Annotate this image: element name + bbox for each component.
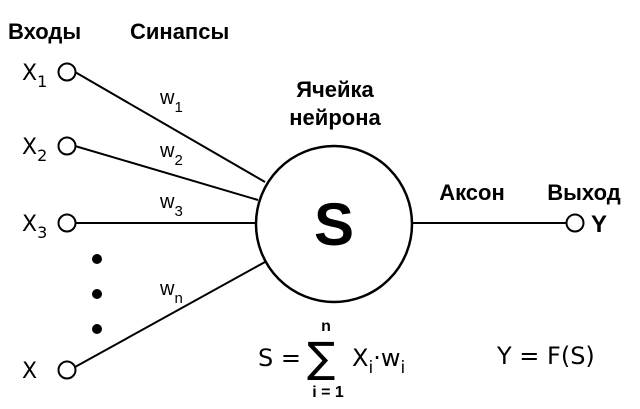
sum-term-w-sub: i [400, 358, 405, 378]
input-label-3: X3 [22, 212, 47, 242]
input-sub-3: 3 [37, 223, 47, 242]
sum-term-dot: · [373, 344, 381, 372]
sum-formula-left: S = [258, 344, 301, 372]
ellipsis-dot-3 [92, 324, 102, 334]
sum-term-w: w [381, 344, 401, 372]
input-name-1: X [22, 61, 37, 86]
input-sub-1: 1 [37, 72, 47, 91]
input-name-n: X [22, 359, 37, 384]
weight-name-1: w [159, 87, 175, 109]
sum-term-x-sub: i [368, 358, 373, 378]
output-terminal [565, 213, 585, 233]
weight-label-3: w3 [159, 191, 183, 220]
inputs-header: Входы [8, 19, 81, 44]
synapse-line-1 [74, 71, 266, 183]
weight-sub-3: 3 [174, 203, 182, 220]
weight-label-1: w1 [159, 87, 183, 116]
weight-label-2: w2 [159, 140, 183, 169]
input-terminal-2 [57, 136, 77, 156]
input-terminal-1 [57, 62, 77, 82]
weight-sub-2: 2 [174, 152, 182, 169]
sum-upper-limit: n [321, 318, 331, 335]
weight-name-2: w [159, 140, 175, 162]
neuron-cell-body [254, 144, 414, 304]
sigma-symbol: ∑ [307, 333, 335, 382]
weight-name-3: w [159, 191, 175, 213]
cell-label-line1: Ячейка [296, 77, 374, 102]
activation-formula: Y = F(S) [496, 342, 595, 370]
ellipsis-dot-1 [92, 254, 102, 264]
input-label-2: X2 [22, 135, 47, 165]
synapse-line-n [74, 261, 266, 368]
output-symbol: Y [591, 211, 607, 238]
synapse-line-2 [74, 145, 259, 201]
input-name-2: X [22, 135, 37, 160]
sum-term: Xi·wi [352, 344, 405, 378]
synapses-header: Синапсы [130, 19, 229, 44]
sum-formula: S = ∑ n i = 1 Xi·wi [258, 318, 405, 401]
input-terminal-3 [57, 213, 77, 233]
neuron-symbol: S [314, 191, 354, 258]
input-terminal-n [57, 360, 77, 380]
axon-label: Аксон [439, 180, 505, 205]
ellipsis-dot-2 [92, 289, 102, 299]
sum-term-x: X [352, 344, 368, 372]
weight-name-n: w [159, 278, 175, 300]
input-label-1: X1 [22, 61, 47, 91]
input-sub-2: 2 [37, 146, 47, 165]
input-name-3: X [22, 212, 37, 237]
weight-sub-1: 1 [174, 99, 182, 116]
weight-sub-n: n [174, 290, 182, 307]
cell-label-line2: нейрона [289, 105, 381, 130]
input-label-n: X [22, 359, 37, 384]
sum-lower-limit: i = 1 [312, 384, 344, 401]
output-header: Выход [547, 180, 621, 205]
weight-label-n: wn [159, 278, 183, 307]
